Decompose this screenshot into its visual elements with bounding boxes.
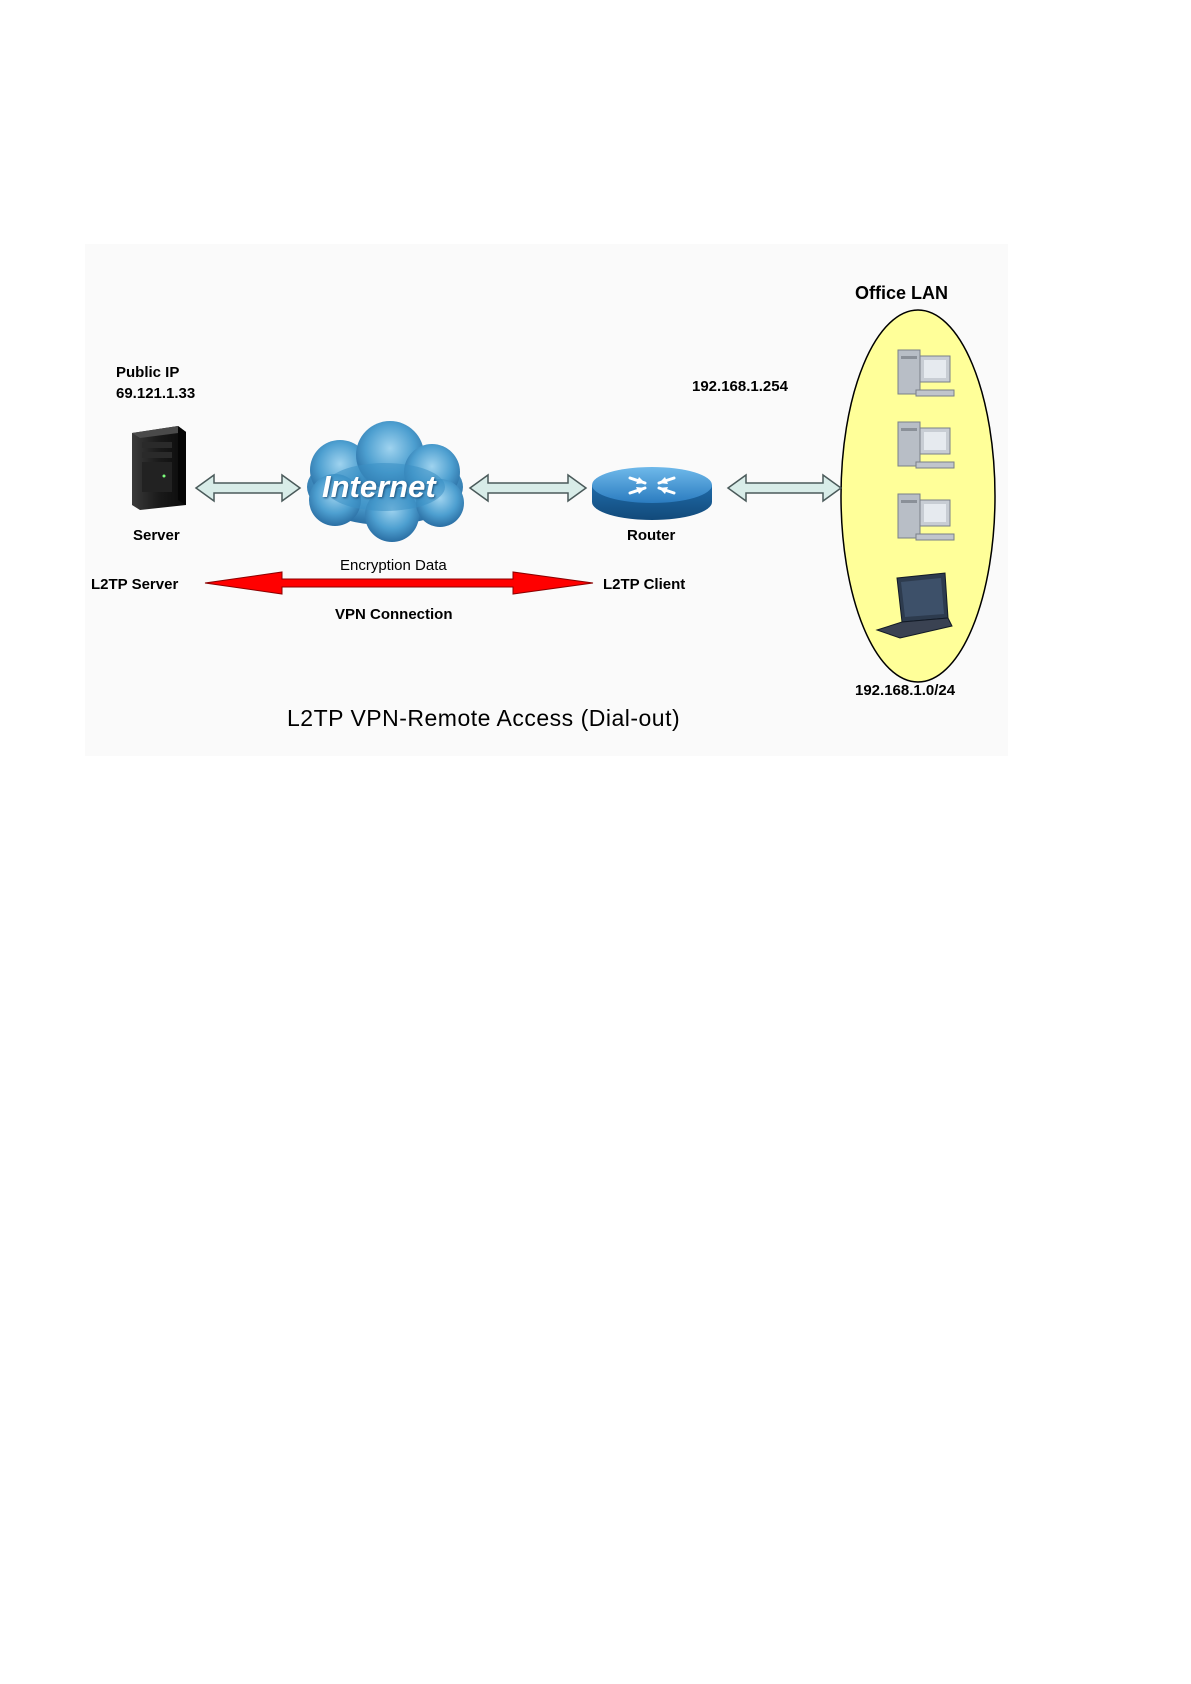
link-arrow-internet-router <box>470 475 586 501</box>
lan-subnet-label: 192.168.1.0/24 <box>855 682 955 699</box>
router-ip-label: 192.168.1.254 <box>692 378 788 395</box>
server-label: Server <box>133 527 180 544</box>
link-arrow-server-internet <box>196 475 300 501</box>
encryption-data-label: Encryption Data <box>340 557 447 574</box>
office-lan-label: Office LAN <box>855 283 948 304</box>
public-ip-value: 69.121.1.33 <box>116 385 195 402</box>
l2tp-client-label: L2TP Client <box>603 576 685 593</box>
diagram-title: L2TP VPN-Remote Access (Dial-out) <box>287 705 680 732</box>
server-tower-icon <box>132 426 186 510</box>
internet-label: Internet <box>322 469 436 505</box>
vpn-connection-arrow <box>205 572 593 594</box>
router-icon <box>592 467 712 520</box>
link-arrow-router-lan <box>728 475 841 501</box>
vpn-connection-label: VPN Connection <box>335 606 453 623</box>
router-label: Router <box>627 527 675 544</box>
l2tp-server-label: L2TP Server <box>91 576 178 593</box>
public-ip-label: Public IP <box>116 364 179 381</box>
